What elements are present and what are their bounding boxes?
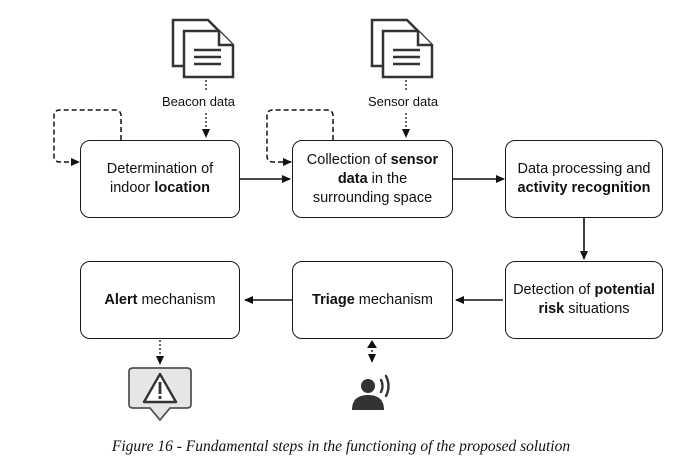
step-indoor-location: Determination of indoor location (80, 140, 240, 218)
alert-text-post: mechanism (137, 291, 216, 308)
beacon-data-label: Beacon data (162, 94, 236, 109)
beacon-doc-icon (171, 18, 235, 79)
processing-text-pre: Data processing and (517, 161, 651, 177)
location-self-loop (53, 109, 122, 166)
detection-text-post: situations (564, 301, 630, 317)
triage-dotted-up-head (367, 340, 377, 348)
processing-text-bold: activity recognition (517, 180, 651, 196)
detection-text-bold1: potential (594, 282, 655, 298)
collection-text-pre: Collection of (306, 151, 391, 168)
triage-text-bold: Triage (312, 291, 355, 308)
collection-text-bold2: data (337, 170, 368, 187)
detection-text-bold2: risk (538, 301, 565, 317)
warning-speech-bubble-icon (128, 367, 192, 422)
location-text-bold: location (154, 180, 210, 196)
collection-text-bold1: sensor (390, 151, 439, 168)
sensor-doc-icon (370, 18, 434, 79)
step-activity-recognition: Data processing and activity recognition (505, 140, 663, 218)
step-risk-detection: Detection of potential risk situations (505, 261, 663, 339)
sensor-data-label: Sensor data (368, 94, 439, 109)
triage-text-post: mechanism (354, 291, 433, 308)
figure-caption: Figure 16 - Fundamental steps in the fun… (111, 438, 571, 455)
step-triage-mechanism: Triage mechanism (292, 261, 453, 339)
location-text-pre: Determination of (106, 161, 214, 177)
step-alert-mechanism: Alert mechanism (80, 261, 240, 339)
person-speaking-icon (352, 374, 390, 410)
step-sensor-collection: Collection of sensor data in the surroun… (292, 140, 453, 218)
detection-text-pre: Detection of (513, 282, 595, 298)
location-text-line2: indoor (110, 180, 155, 196)
collection-self-loop (266, 109, 334, 166)
collection-text-post: surrounding space (312, 189, 433, 206)
collection-text-mid: in the (367, 170, 408, 187)
alert-text-bold: Alert (104, 291, 138, 308)
